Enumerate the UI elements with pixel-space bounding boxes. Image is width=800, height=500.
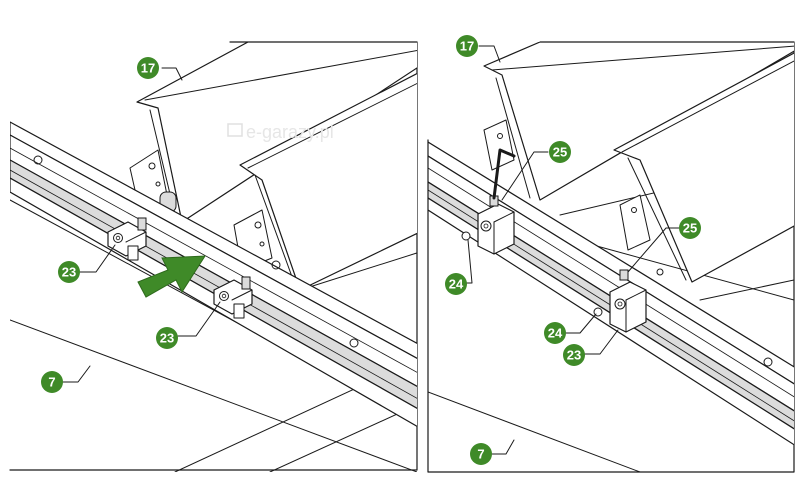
callout-left-7: 7: [41, 371, 63, 393]
svg-text:23: 23: [62, 265, 76, 280]
callout-right-23: 23: [563, 344, 585, 366]
callout-left-17: 17: [137, 57, 159, 79]
bolt-hole-icon: [155, 181, 161, 187]
garage-icon: [227, 123, 243, 137]
svg-text:25: 25: [553, 145, 567, 160]
watermark-text: e-garazy.pl: [246, 122, 334, 142]
bolt-24-a: [461, 231, 471, 241]
bolt-hole-icon: [259, 241, 265, 247]
callout-right-24-a: 24: [445, 273, 467, 295]
svg-text:25: 25: [683, 221, 697, 236]
bolt-hole-icon: [148, 162, 156, 170]
right-leader-lines: [466, 45, 680, 455]
svg-text:17: 17: [141, 61, 155, 76]
bolt-hole-icon: [656, 268, 664, 276]
clamp-right-upper: [461, 195, 515, 255]
allen-key-icon: [492, 148, 516, 200]
callout-right-17: 17: [456, 35, 478, 57]
svg-text:17: 17: [460, 39, 474, 54]
callout-right-25-a: 25: [549, 141, 571, 163]
watermark: e-garazy.pl: [227, 122, 334, 142]
svg-text:23: 23: [567, 348, 581, 363]
bolt-hole-icon: [497, 133, 503, 139]
left-panel: e-garazy.pl 17 23 23 7: [9, 41, 418, 472]
left-leader-lines: [61, 67, 221, 383]
bolt-hole-icon: [254, 221, 262, 229]
rail-hole-icon: [763, 357, 773, 367]
right-panel: 17 25 25 24 24 23 7: [427, 35, 795, 473]
callout-left-23-b: 23: [156, 327, 178, 349]
rail-hole-icon: [271, 260, 281, 270]
svg-text:23: 23: [160, 331, 174, 346]
clamp-23-a: [107, 217, 147, 261]
rail-hole-icon: [33, 155, 43, 165]
svg-text:24: 24: [548, 326, 563, 341]
callout-left-23-a: 23: [58, 261, 80, 283]
clamp-right-lower: [593, 269, 647, 333]
clamp-23-b: [213, 276, 253, 319]
callout-right-7: 7: [470, 443, 492, 465]
svg-text:7: 7: [48, 375, 55, 390]
svg-text:24: 24: [449, 277, 464, 292]
rail-hole-icon: [349, 338, 359, 348]
callout-right-24-b: 24: [544, 322, 566, 344]
bolt-hole-icon: [631, 207, 637, 213]
arrow-icon: [137, 255, 206, 298]
solar-panel-right-2: [613, 52, 794, 283]
callout-right-25-b: 25: [679, 217, 701, 239]
svg-text:7: 7: [477, 447, 484, 462]
